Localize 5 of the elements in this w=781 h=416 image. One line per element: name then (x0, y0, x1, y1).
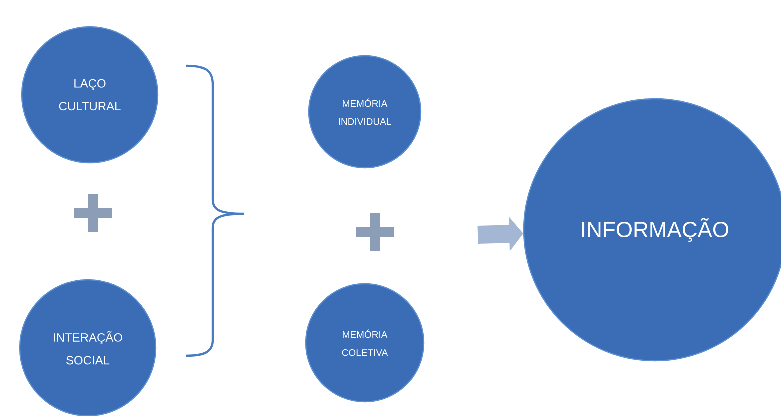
circle-node: INFORMAÇÃO (523, 98, 781, 362)
circle-node: INTERAÇÃO SOCIAL (19, 279, 157, 416)
circle-node: MEMÓRIA COLETIVA (305, 283, 425, 403)
circle-node: MEMÓRIA INDIVIDUAL (308, 55, 422, 169)
circle-node: LAÇO CULTURAL (21, 26, 159, 164)
